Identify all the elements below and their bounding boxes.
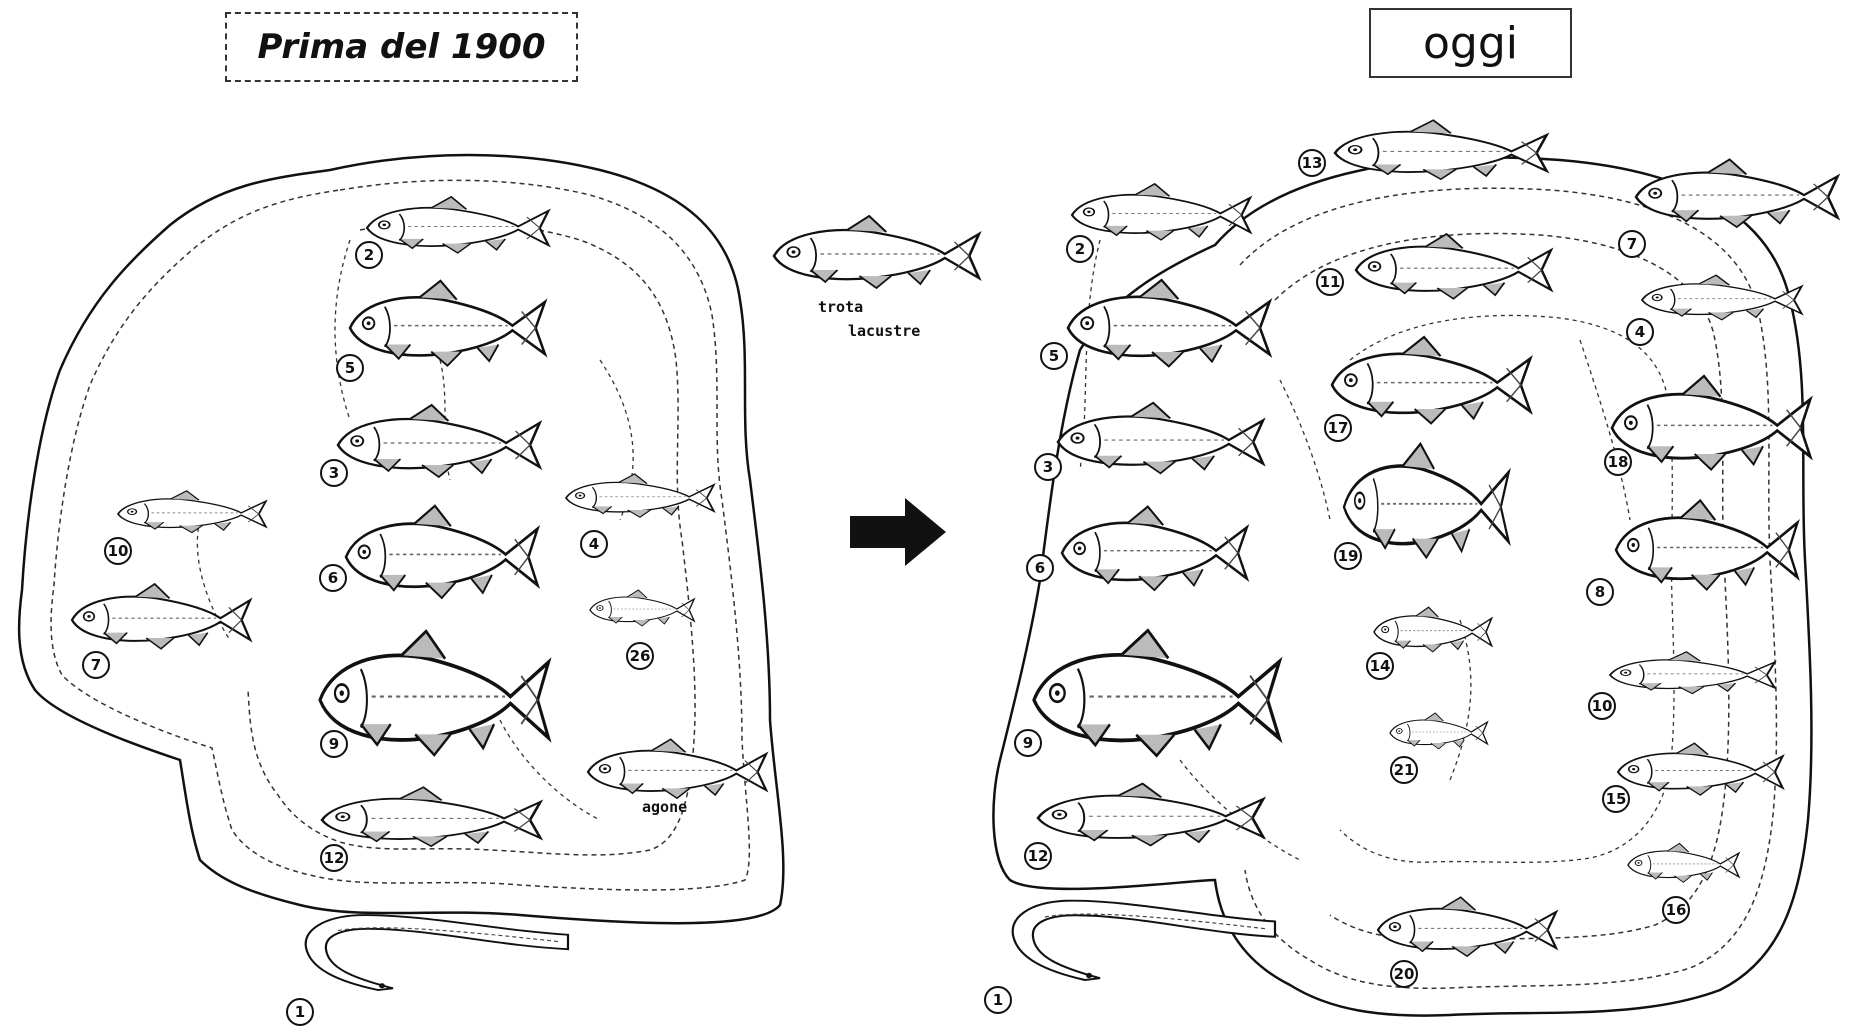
fish-after-6: [1062, 507, 1247, 591]
fish-after-21: [1390, 713, 1487, 749]
fish-before-6: [346, 506, 538, 598]
label-before-4: 4: [589, 535, 599, 553]
label-after-21: 21: [1394, 761, 1415, 779]
fish-after-4: [1642, 275, 1802, 320]
number-labels-after: 13 2 11 7 4 5 17 3 18 6 19 8 14 10 9 21 …: [985, 150, 1689, 1013]
fish-after-16: [1628, 843, 1739, 882]
label-after-13: 13: [1302, 154, 1323, 172]
fish-after-18: [1612, 376, 1810, 470]
fish-after-2: [1072, 184, 1250, 240]
label-before-3: 3: [329, 464, 339, 482]
fish-before-7: [72, 584, 250, 649]
fish-before-12: [322, 787, 540, 846]
fish-before-9: [320, 631, 548, 755]
fish-before-1-eel: [306, 915, 568, 990]
fish-after-17: [1332, 337, 1530, 423]
label-after-20: 20: [1394, 965, 1415, 983]
fish-after-8: [1616, 500, 1797, 589]
label-before-10: 10: [108, 542, 129, 560]
lake-trout-label-1: trota: [818, 298, 863, 316]
fish-after-12: [1038, 784, 1263, 846]
label-after-6: 6: [1035, 559, 1045, 577]
fish-before-10: [118, 491, 266, 533]
fish-after-3: [1058, 403, 1263, 474]
fish-after-13: [1335, 120, 1547, 179]
fish-after-11: [1356, 234, 1551, 299]
label-after-11: 11: [1320, 273, 1341, 291]
label-before-2: 2: [364, 246, 374, 264]
fish-before-4: [566, 474, 714, 517]
fish-after-7: [1636, 159, 1838, 227]
fish-before-2: [367, 197, 548, 253]
label-before-1: 1: [295, 1003, 305, 1021]
label-after-15: 15: [1606, 790, 1627, 808]
fish-after-9: [1034, 630, 1279, 755]
fish-after-10: [1610, 652, 1775, 694]
fish-after-19: [1344, 444, 1509, 558]
fish-before-3: [338, 405, 540, 477]
label-after-2: 2: [1075, 240, 1085, 258]
label-before-9: 9: [329, 735, 339, 753]
label-after-8: 8: [1595, 583, 1605, 601]
fish-after-15: [1618, 743, 1783, 795]
label-before-7: 7: [91, 656, 101, 674]
agone-label: agone: [642, 798, 687, 816]
fish-after-14: [1374, 607, 1492, 652]
label-after-14: 14: [1370, 657, 1391, 675]
label-before-26: 26: [630, 647, 651, 665]
label-after-16: 16: [1666, 901, 1687, 919]
right-arrow-icon: [850, 498, 946, 566]
label-after-17: 17: [1328, 419, 1349, 437]
lake-trout-label-2: lacustre: [848, 322, 920, 340]
label-after-3: 3: [1043, 458, 1053, 476]
label-before-6: 6: [328, 569, 338, 587]
fish-before-26: [590, 590, 694, 626]
label-after-9: 9: [1023, 734, 1033, 752]
label-after-4: 4: [1635, 323, 1645, 341]
label-before-12: 12: [324, 849, 345, 867]
fish-after-20: [1378, 897, 1556, 956]
label-after-10: 10: [1592, 697, 1613, 715]
fish-before-5: [350, 281, 545, 366]
label-after-5: 5: [1049, 347, 1059, 365]
label-after-19: 19: [1338, 547, 1359, 565]
fish-after-5: [1068, 280, 1270, 366]
label-after-18: 18: [1608, 453, 1629, 471]
fish-before-agone: [588, 739, 766, 798]
label-after-1: 1: [993, 991, 1003, 1009]
fish-lake-trout: [774, 216, 979, 288]
label-before-5: 5: [345, 359, 355, 377]
label-after-12: 12: [1028, 847, 1049, 865]
label-after-7: 7: [1627, 235, 1637, 253]
